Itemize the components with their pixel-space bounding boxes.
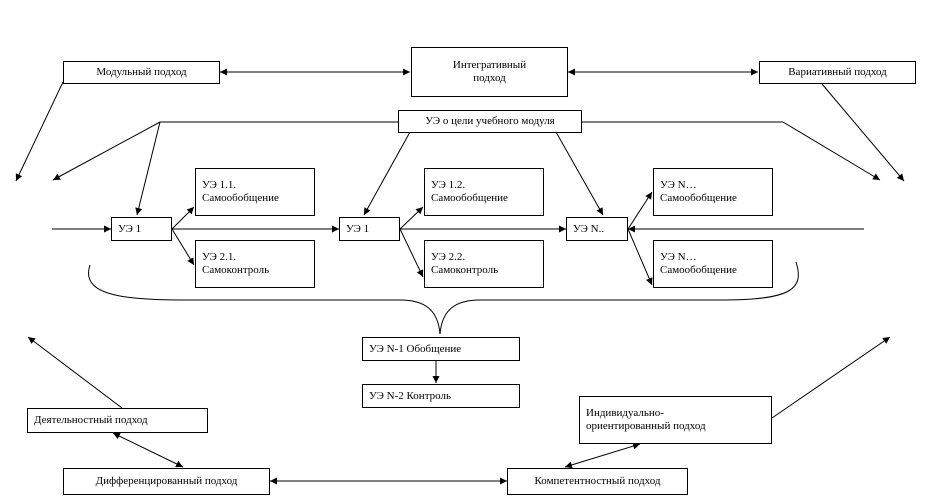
ue21-box: УЭ 2.1. Самоконтроль xyxy=(195,240,315,288)
competence-approach-box: Компетентностный подход xyxy=(507,468,688,495)
goal-label: УЭ о цели учебного модуля xyxy=(425,115,555,127)
uen1-label-2: Самообобщение xyxy=(660,192,737,204)
ue1-a-box: УЭ 1 xyxy=(111,217,172,241)
activity-approach-box: Деятельностный подход xyxy=(27,408,208,433)
arrow-uen-uen1 xyxy=(627,191,653,230)
integrative-approach-label-2: подход xyxy=(473,72,506,84)
uen2-label-1: УЭ N… xyxy=(660,251,697,263)
integrative-approach-box: Интегративный подход xyxy=(411,47,568,97)
uen1-box: УЭ N… Самообобщение xyxy=(653,168,773,216)
arrow-goal-far-right xyxy=(782,121,881,181)
ue12-label-2: Самообобщение xyxy=(431,192,508,204)
arrow-ue1b-ue12 xyxy=(399,206,424,230)
arrow-goal-uen xyxy=(555,131,604,216)
control-label: УЭ N-2 Контроль xyxy=(369,389,451,402)
activity-approach-label: Деятельностный подход xyxy=(34,414,148,426)
ue21-label-2: Самоконтроль xyxy=(202,264,270,276)
arrow-uen-uen2 xyxy=(627,228,653,286)
uen-box: УЭ N.. xyxy=(566,217,628,241)
arrow-ue1a-ue11 xyxy=(171,206,195,230)
ue1-a-label: УЭ 1 xyxy=(118,222,142,235)
ue22-box: УЭ 2.2. Самоконтроль xyxy=(424,240,544,288)
ue22-label-2: Самоконтроль xyxy=(431,264,499,276)
variative-approach-label: Вариативный подход xyxy=(788,66,887,78)
arrow-modular-out xyxy=(15,81,64,182)
arrow-goal-far-left xyxy=(52,121,161,181)
uen2-label-2: Самообобщение xyxy=(660,264,737,276)
arrow-individual-out xyxy=(771,336,891,419)
arrow-ue1a-ue21 xyxy=(171,228,195,266)
variative-approach-box: Вариативный подход xyxy=(759,61,916,84)
modular-approach-box: Модульный подход xyxy=(63,61,220,84)
uen2-box: УЭ N… Самообобщение xyxy=(653,240,773,288)
ue12-label-1: УЭ 1.2. xyxy=(431,179,466,191)
arrow-goal-ue1a xyxy=(135,121,161,216)
goal-box: УЭ о цели учебного модуля xyxy=(398,110,582,133)
generalization-box: УЭ N-1 Обобщение xyxy=(362,337,520,361)
modular-approach-label: Модульный подход xyxy=(96,66,187,78)
uen1-label-1: УЭ N… xyxy=(660,179,697,191)
ue12-box: УЭ 1.2. Самообобщение xyxy=(424,168,544,216)
individual-approach-label-2: ориентированный подход xyxy=(586,420,706,432)
individual-approach-label-1: Индивидуально- xyxy=(586,407,664,419)
arrow-variative-out xyxy=(821,83,905,182)
arrow-goal-ue1b xyxy=(363,131,411,216)
differentiated-approach-box: Дифференцированный подход xyxy=(63,468,270,495)
differentiated-approach-label: Дифференцированный подход xyxy=(95,475,238,487)
competence-approach-label: Компетентностный подход xyxy=(534,475,661,487)
ue11-label-2: Самообобщение xyxy=(202,192,279,204)
individual-approach-box: Индивидуально- ориентированный подход xyxy=(579,396,772,444)
control-box: УЭ N-2 Контроль xyxy=(362,384,520,408)
arrow-ue1b-ue22 xyxy=(399,228,424,278)
integrative-approach-label-1: Интегративный xyxy=(452,59,527,71)
ue21-label-1: УЭ 2.1. xyxy=(202,251,237,263)
arrow-activity-differentiated xyxy=(112,432,184,468)
grouping-brace xyxy=(88,261,799,335)
ue11-box: УЭ 1.1. Самообобщение xyxy=(195,168,315,216)
ue22-label-1: УЭ 2.2. xyxy=(431,251,466,263)
ue1-b-box: УЭ 1 xyxy=(339,217,400,241)
uen-label: УЭ N.. xyxy=(573,222,605,235)
arrow-competence-individual xyxy=(564,442,641,469)
arrow-activity-out xyxy=(27,336,123,409)
ue11-label-1: УЭ 1.1. xyxy=(202,179,237,191)
ue1-b-label: УЭ 1 xyxy=(346,222,370,235)
generalization-label: УЭ N-1 Обобщение xyxy=(369,342,462,355)
